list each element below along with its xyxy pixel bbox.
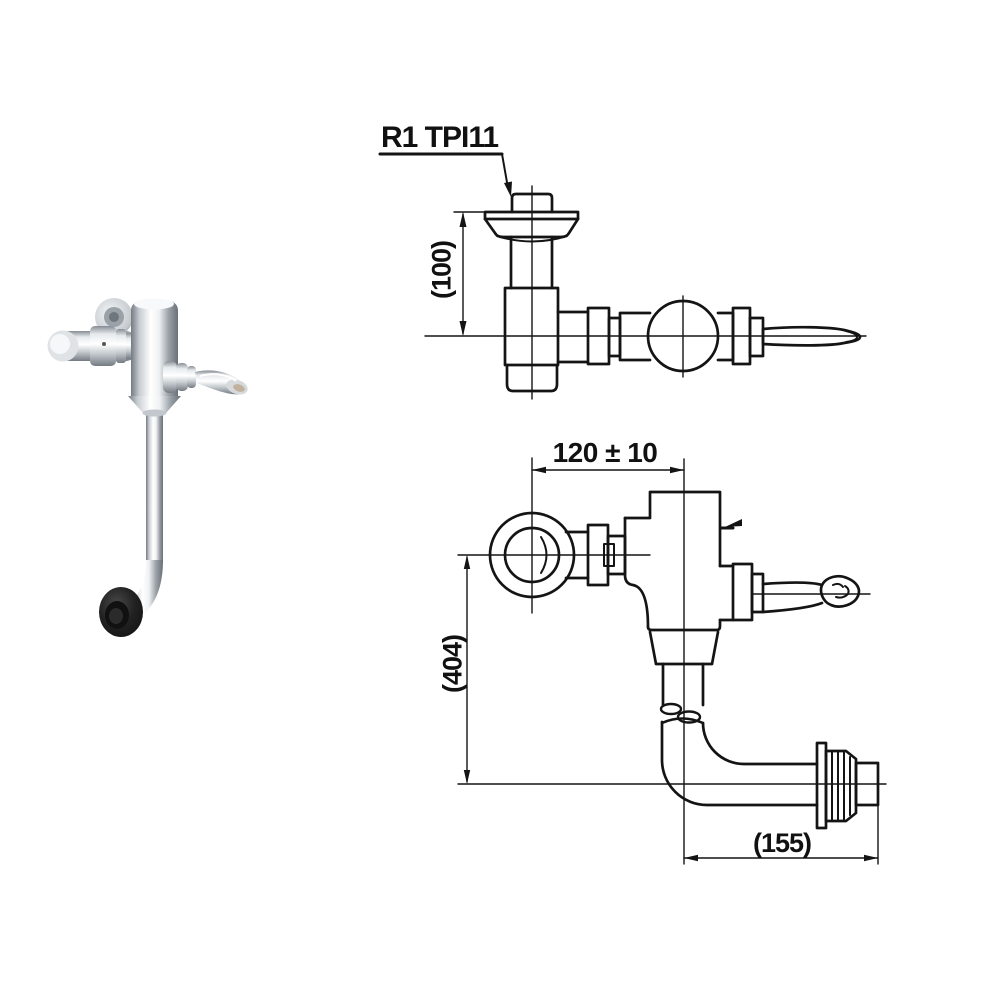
- front-outlet-thread-body: [824, 749, 858, 823]
- top-view-drawing: [424, 185, 867, 400]
- top-arm-spacer: [607, 316, 622, 358]
- thread-spec-label: R1 TPI11: [381, 121, 498, 154]
- top-lever-handle: [761, 325, 862, 347]
- handle-boss-ring1: [163, 361, 177, 393]
- front-slip-joint-upper: [659, 702, 683, 716]
- front-elbow-inner: [701, 721, 819, 766]
- front-body-cap: [623, 490, 722, 568]
- front-handle-boss2: [750, 572, 765, 614]
- front-lower-tube-mouth: [660, 717, 705, 725]
- down-tube: [146, 410, 163, 562]
- front-body-tick-mark: [725, 519, 742, 527]
- dim-404-text: (404): [437, 635, 467, 693]
- dim-155-arrow-right: [864, 854, 878, 862]
- front-lever-stem: [761, 581, 824, 614]
- valve-body-flare-rim: [142, 409, 167, 417]
- dim-155-arrow-left: [684, 854, 698, 862]
- dim-155-text: (155): [753, 828, 811, 858]
- dim-120-text: 120 ± 10: [553, 437, 658, 468]
- front-body-left-lug: [623, 516, 650, 629]
- dim-100-text: (100): [426, 241, 456, 299]
- front-inlet-pipe: [564, 530, 590, 580]
- front-lever-knob-hatch: [832, 582, 850, 599]
- inlet-ring: [116, 329, 126, 363]
- dim-404-arrow-up: [463, 555, 471, 569]
- dim-120-arrow-right: [670, 466, 684, 474]
- dim-404-arrow-down: [463, 770, 471, 784]
- valve-body-flare: [128, 396, 181, 413]
- front-handle-boss1: [731, 562, 754, 622]
- front-elbow-outer: [660, 720, 819, 807]
- product-photo: [47, 298, 248, 637]
- handle-boss-ring2: [176, 363, 188, 391]
- inlet-screw-dot: [102, 342, 106, 346]
- front-body-bottom: [646, 618, 722, 632]
- lever-highlight: [199, 373, 237, 382]
- rubber-spud-hole: [109, 608, 123, 624]
- dim-100-arrow-down: [459, 321, 467, 336]
- top-handle-hub3: [748, 316, 765, 358]
- top-lever-tip-detail: [845, 330, 858, 343]
- top-arm-pipe: [556, 310, 590, 364]
- thread-leader-line: [501, 153, 509, 189]
- front-lever-knob: [819, 574, 861, 608]
- inlet-nut: [90, 326, 116, 366]
- front-boss-connectors: [718, 564, 735, 622]
- handle-boss-ring3: [187, 366, 196, 388]
- top-neck: [509, 235, 554, 290]
- inlet-stop-cap-highlight: [50, 334, 70, 354]
- lever-spoon-reflection: [233, 384, 245, 392]
- dim-100-arrow-up: [459, 212, 467, 227]
- front-view-drawing: [457, 457, 887, 865]
- dimension-texts: R1 TPI11 (100) 120 ± 10 (404) (155): [381, 121, 812, 858]
- front-upper-tube: [661, 662, 705, 707]
- dimension-annotations: [378, 152, 879, 862]
- wall-escutcheon-center: [109, 312, 119, 322]
- thread-leader-arrowhead: [504, 181, 512, 197]
- front-outlet-thread-lines: [831, 750, 851, 822]
- front-slip-joint-lower: [676, 710, 702, 724]
- dim-120-arrow-left: [532, 466, 546, 474]
- valve-body-top-highlight: [134, 298, 174, 310]
